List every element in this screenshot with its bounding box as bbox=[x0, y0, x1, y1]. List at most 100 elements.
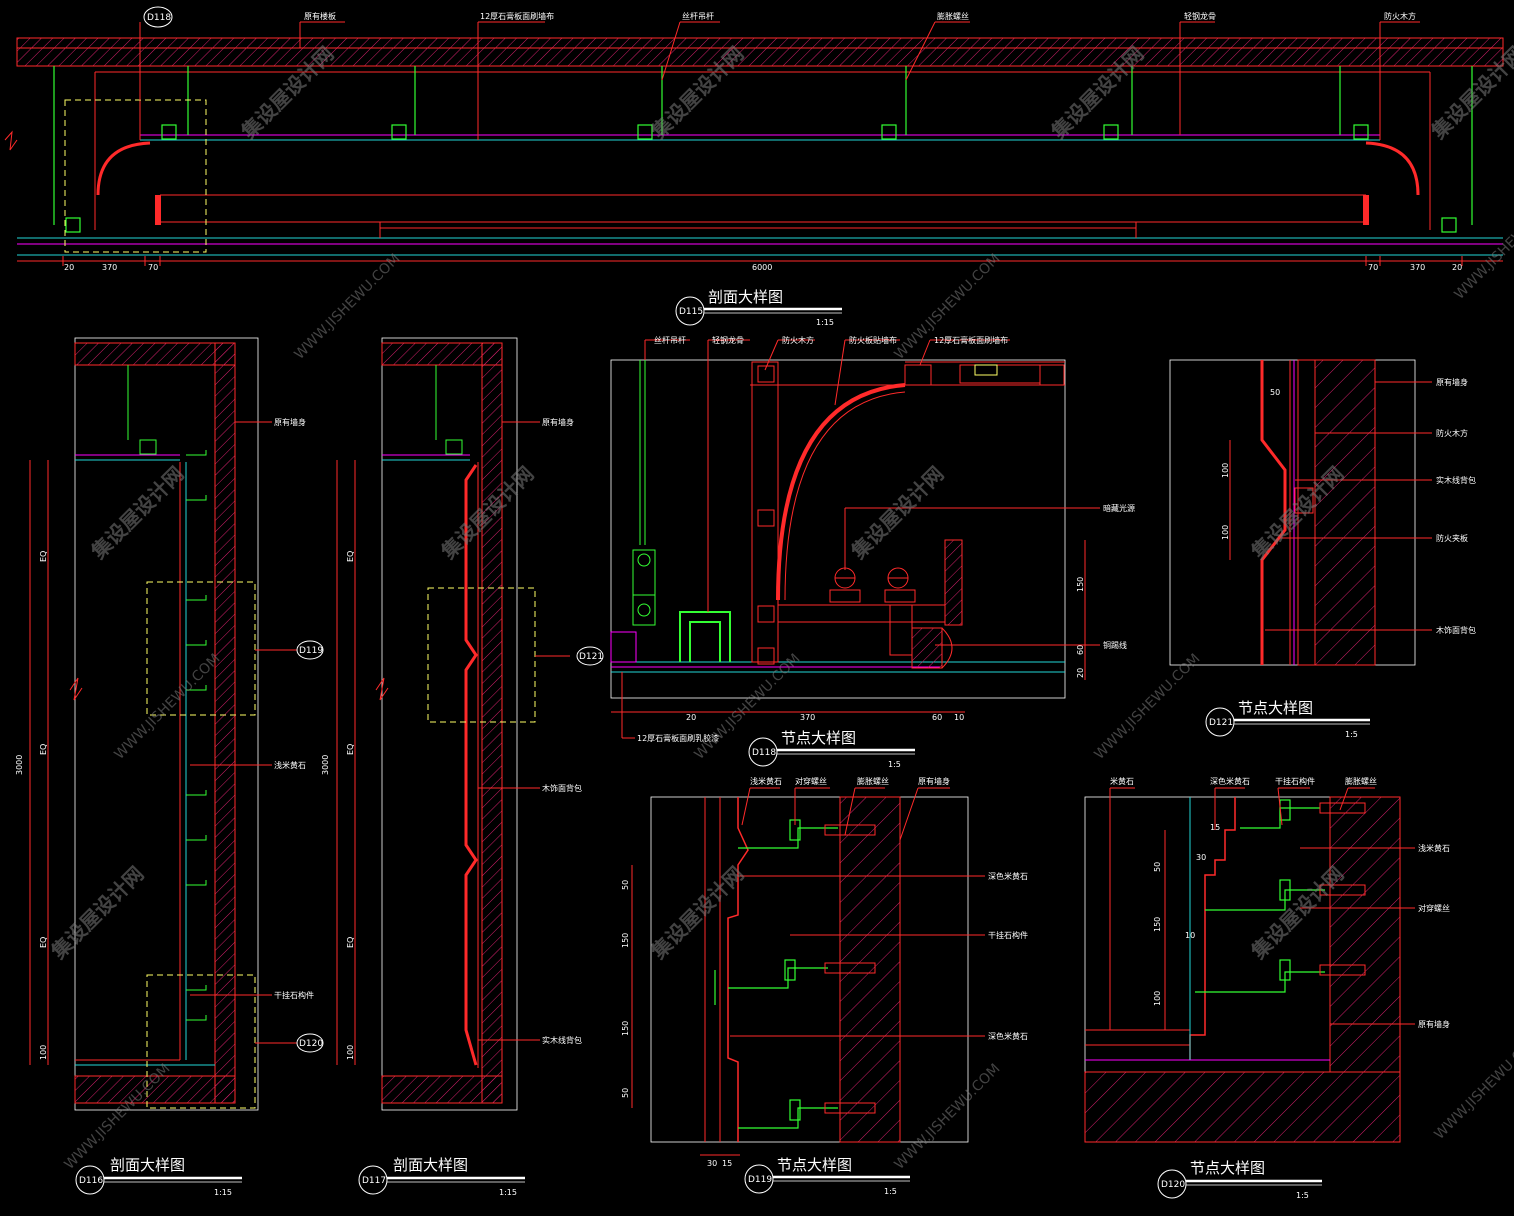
scale-d118: 1:5 bbox=[888, 760, 901, 769]
d118-dim-h-2: 60 bbox=[932, 713, 942, 722]
label-d120-0: 米黄石 bbox=[1110, 776, 1134, 786]
title-d120: 节点大样图 bbox=[1190, 1159, 1265, 1177]
label-d118-1: 轻钢龙骨 bbox=[712, 335, 744, 345]
d116-eq-3: EQ bbox=[39, 937, 48, 948]
label-d120-6: 原有墙身 bbox=[1418, 1019, 1450, 1029]
watermark-en-6: WWW.JISHEWU.COM bbox=[1092, 651, 1204, 763]
watermark-en-9: WWW.JISHEWU.COM bbox=[1432, 1031, 1514, 1143]
label-d116-0: 原有墙身 bbox=[274, 417, 306, 427]
d121-dim-0: 50 bbox=[1270, 388, 1280, 397]
title-tag-d118: D118 bbox=[752, 748, 776, 758]
d119-dim-h-1: 15 bbox=[722, 1159, 732, 1168]
label-d118-5: 暗藏光源 bbox=[1103, 503, 1135, 513]
label-d121-4: 木饰面背包 bbox=[1436, 625, 1476, 635]
label-d118-2: 防火木方 bbox=[782, 335, 814, 345]
dim-2: 370 bbox=[102, 263, 117, 272]
label-d117-1: 木饰面背包 bbox=[542, 783, 582, 793]
d118-dim-h-0: 20 bbox=[686, 713, 696, 722]
d121-dim-2: 100 bbox=[1221, 525, 1230, 540]
d118-dim-h-3: 10 bbox=[954, 713, 964, 722]
title-tag-d115: D115 bbox=[679, 307, 703, 317]
title-tag-d117: D117 bbox=[362, 1176, 386, 1186]
label-d119-2: 膨胀螺丝 bbox=[857, 776, 889, 786]
scale-d120: 1:5 bbox=[1296, 1191, 1309, 1200]
title-block-d117: D117 剖面大样图 1:15 bbox=[358, 1156, 525, 1197]
d119-dim-v-2: 150 bbox=[621, 1021, 630, 1036]
d120-dim-0: 15 bbox=[1210, 823, 1220, 832]
section-d115: 20 370 70 6000 70 370 20 D118 原有楼板 12厚石膏… bbox=[4, 6, 1504, 327]
d120-dim-4: 10 bbox=[1185, 931, 1195, 940]
label-d118-6: 铜踢线 bbox=[1103, 640, 1127, 650]
dim-6: 370 bbox=[1410, 263, 1425, 272]
callout-d119[interactable]: D119 bbox=[296, 640, 324, 660]
title-d119: 节点大样图 bbox=[777, 1156, 852, 1174]
label-d120-2: 干挂石构件 bbox=[1275, 776, 1315, 786]
d117-eq-3: EQ bbox=[346, 937, 355, 948]
dim-5: 70 bbox=[1368, 263, 1378, 272]
title-tag-d119: D119 bbox=[748, 1175, 772, 1185]
label-d115-5: 防火木方 bbox=[1384, 11, 1416, 21]
label-d121-3: 防火夹板 bbox=[1436, 533, 1468, 543]
watermark-en-8: WWW.JISHEWU.COM bbox=[892, 1061, 1004, 1173]
label-d115-3: 膨胀螺丝 bbox=[937, 11, 969, 21]
d121-dim-1: 100 bbox=[1221, 463, 1230, 478]
tag-d118-bubble[interactable]: D118 bbox=[143, 6, 173, 28]
scale-d115: 1:15 bbox=[816, 318, 834, 327]
title-d117: 剖面大样图 bbox=[393, 1156, 468, 1174]
label-d120-3: 膨胀螺丝 bbox=[1345, 776, 1377, 786]
d117-eq-1: EQ bbox=[346, 551, 355, 562]
label-d118-4: 12厚石膏板面刷墙布 bbox=[934, 335, 1008, 345]
d119-dim-h-0: 30 bbox=[707, 1159, 717, 1168]
title-d115: 剖面大样图 bbox=[708, 288, 783, 306]
dim-7: 20 bbox=[1452, 263, 1462, 272]
label-d121-1: 防火木方 bbox=[1436, 428, 1468, 438]
label-d121-0: 原有墙身 bbox=[1436, 377, 1468, 387]
detail-d118: 丝杆吊杆 轻钢龙骨 防火木方 防火板贴墙布 12厚石膏板面刷墙布 暗藏光源 铜踢… bbox=[610, 335, 1135, 769]
label-d120-5: 对穿螺丝 bbox=[1418, 903, 1450, 913]
label-d119-3: 原有墙身 bbox=[918, 776, 950, 786]
label-d115-2: 丝杆吊杆 bbox=[682, 11, 714, 21]
detail-d119: 浅米黄石 对穿螺丝 膨胀螺丝 原有墙身 深色米黄石 干挂石构件 深色米黄石 50… bbox=[621, 776, 1028, 1196]
dim-1: 20 bbox=[64, 263, 74, 272]
label-d118-3: 防火板贴墙布 bbox=[849, 335, 897, 345]
d116-dim-100: 100 bbox=[39, 1045, 48, 1060]
title-d116: 剖面大样图 bbox=[110, 1156, 185, 1174]
callout-d121[interactable]: D121 bbox=[576, 646, 604, 666]
callout-d121-label: D121 bbox=[579, 652, 603, 662]
label-d119-5: 干挂石构件 bbox=[988, 930, 1028, 940]
title-block-d120: D120 节点大样图 1:5 bbox=[1157, 1159, 1322, 1200]
d120-dim-3: 150 bbox=[1153, 917, 1162, 932]
d117-eq-2: EQ bbox=[346, 744, 355, 755]
dim-4: 6000 bbox=[752, 263, 772, 272]
title-block-d115: D115 剖面大样图 1:15 bbox=[675, 288, 842, 327]
d119-dim-v-1: 150 bbox=[621, 933, 630, 948]
scale-d116: 1:15 bbox=[214, 1188, 232, 1197]
title-block-d118: D118 节点大样图 1:5 bbox=[748, 729, 915, 769]
label-d117-0: 原有墙身 bbox=[542, 417, 574, 427]
d116-eq-1: EQ bbox=[39, 551, 48, 562]
d117-dim-3000: 3000 bbox=[321, 755, 330, 775]
d119-dim-v-3: 50 bbox=[621, 1088, 630, 1098]
watermark-en-2: WWW.JISHEWU.COM bbox=[892, 251, 1004, 363]
label-d117-2: 实木线背包 bbox=[542, 1035, 582, 1045]
callout-d120[interactable]: D120 bbox=[296, 1033, 324, 1053]
section-d117: EQ EQ EQ 3000 100 原有墙身 木饰面背包 实木线背包 D121 … bbox=[321, 337, 604, 1197]
watermark-cn-7: 集设屋设计网 bbox=[846, 462, 949, 565]
title-tag-d116: D116 bbox=[79, 1176, 103, 1186]
watermark-en-3: WWW.JISHEWU.COM bbox=[1452, 191, 1514, 303]
d116-eq-2: EQ bbox=[39, 744, 48, 755]
title-tag-d120: D120 bbox=[1161, 1180, 1185, 1190]
watermark-cn-9: 集设屋设计网 bbox=[46, 862, 149, 965]
label-d118-7: 12厚石膏板面刷乳胶漆 bbox=[637, 733, 719, 743]
d118-dim-v-2: 20 bbox=[1076, 668, 1085, 678]
title-block-d116: D116 剖面大样图 1:15 bbox=[75, 1156, 242, 1197]
d120-dim-2: 30 bbox=[1196, 853, 1206, 862]
tag-d118: D118 bbox=[147, 13, 171, 23]
label-d116-1: 浅米黄石 bbox=[274, 760, 306, 770]
watermark-cn-10: 集设屋设计网 bbox=[646, 862, 749, 965]
title-d118: 节点大样图 bbox=[781, 729, 856, 747]
label-d119-6: 深色米黄石 bbox=[988, 1031, 1028, 1041]
scale-d117: 1:15 bbox=[499, 1188, 517, 1197]
title-d121: 节点大样图 bbox=[1238, 699, 1313, 717]
